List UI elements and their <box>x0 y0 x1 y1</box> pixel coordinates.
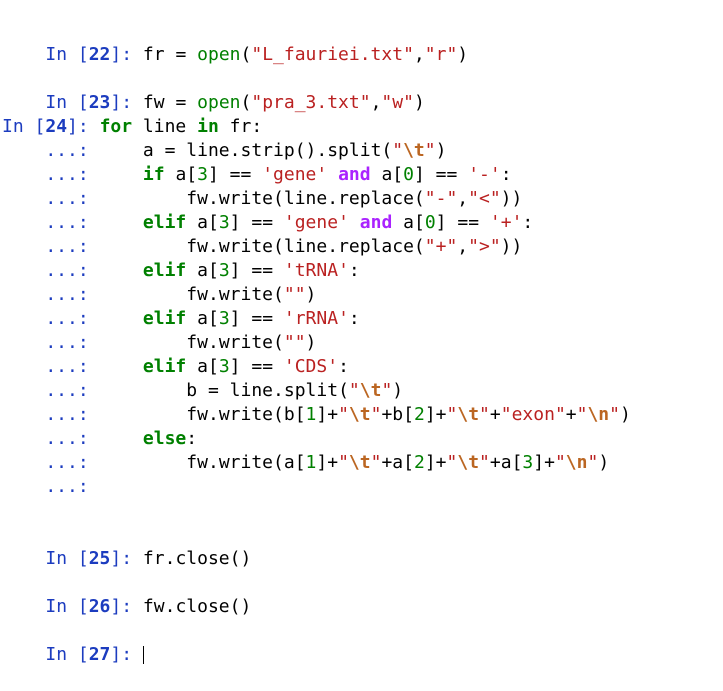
code-24-line: fw.write(line.replace("+",">")) <box>186 236 523 257</box>
cell-27[interactable]: In [27]: <box>2 619 723 665</box>
continuation-prompt: ...: <box>2 332 100 353</box>
code-line: ...: fw.write(b[1]+"\t"+b[2]+"\t"+"exon"… <box>2 403 723 427</box>
code-24-line: elif a[3] == 'CDS': <box>142 356 349 377</box>
code-line: ...: b = line.split("\t") <box>2 379 723 403</box>
code-24-line: if a[3] == 'gene' and a[0] == '-': <box>142 164 512 185</box>
code-line: ...: elif a[3] == 'CDS': <box>2 355 723 379</box>
code-line: ...: fw.write("") <box>2 331 723 355</box>
continuation-prompt: ...: <box>2 260 100 281</box>
continuation-prompt: ...: <box>2 404 100 425</box>
continuation-prompt: ...: <box>2 308 100 329</box>
prompt-in-27: In [27]: <box>45 644 143 665</box>
code-line: ...: fw.write("") <box>2 283 723 307</box>
prompt-in-24: In [24]: <box>2 116 100 137</box>
cell-25: In [25]: fr.close() <box>2 523 723 569</box>
code-24-line: a = line.strip().split("\t") <box>142 140 447 161</box>
code-26: fw.close() <box>142 596 252 617</box>
code-24-line: fw.write(b[1]+"\t"+b[2]+"\t"+"exon"+"\n"… <box>186 404 631 425</box>
code-line: ...: fw.write(a[1]+"\t"+a[2]+"\t"+a[3]+"… <box>2 451 723 475</box>
code-line: ...: <box>2 475 723 499</box>
code-line: ...: fw.write(line.replace("+",">")) <box>2 235 723 259</box>
prompt-in-22: In [22]: <box>45 44 143 65</box>
continuation-prompt: ...: <box>2 212 100 233</box>
code-line: ...: a = line.strip().split("\t") <box>2 139 723 163</box>
prompt-in-23: In [23]: <box>45 92 143 113</box>
code-22: fr = open("L_fauriei.txt","r") <box>142 44 469 65</box>
code-24-line: else: <box>142 428 198 449</box>
code-24-line: fw.write("") <box>186 284 317 305</box>
code-23: fw = open("pra_3.txt","w") <box>142 92 425 113</box>
text-cursor <box>142 646 144 664</box>
continuation-prompt: ...: <box>2 140 100 161</box>
code-24-line: for line in fr: <box>99 116 263 137</box>
ipython-console[interactable]: In [22]: fr = open("L_fauriei.txt","r") … <box>2 19 723 665</box>
code-24-line: b = line.split("\t") <box>186 380 404 401</box>
code-24-line: fw.write(a[1]+"\t"+a[2]+"\t"+a[3]+"\n") <box>186 452 610 473</box>
code-line: ...: elif a[3] == 'rRNA': <box>2 307 723 331</box>
continuation-prompt: ...: <box>2 236 100 257</box>
continuation-prompt: ...: <box>2 284 100 305</box>
continuation-prompt: ...: <box>2 476 100 497</box>
continuation-prompt: ...: <box>2 428 100 449</box>
continuation-prompt: ...: <box>2 452 100 473</box>
code-24-line: elif a[3] == 'tRNA': <box>142 260 360 281</box>
code-25: fr.close() <box>142 548 252 569</box>
cell-24: In [24]: for line in fr: ...: a = line.s… <box>2 115 723 499</box>
code-line: ...: elif a[3] == 'tRNA': <box>2 259 723 283</box>
code-24-line: fw.write(line.replace("-","<")) <box>186 188 523 209</box>
code-24-line: fw.write("") <box>186 332 317 353</box>
cell-26: In [26]: fw.close() <box>2 571 723 617</box>
continuation-prompt: ...: <box>2 188 100 209</box>
continuation-prompt: ...: <box>2 164 100 185</box>
code-line: ...: else: <box>2 427 723 451</box>
continuation-prompt: ...: <box>2 380 100 401</box>
cell-22: In [22]: fr = open("L_fauriei.txt","r") <box>2 19 723 65</box>
code-line: ...: fw.write(line.replace("-","<")) <box>2 187 723 211</box>
cell-23: In [23]: fw = open("pra_3.txt","w") <box>2 67 723 113</box>
code-line: In [24]: for line in fr: <box>2 115 723 139</box>
continuation-prompt: ...: <box>2 356 100 377</box>
code-24-line: elif a[3] == 'rRNA': <box>142 308 360 329</box>
prompt-in-26: In [26]: <box>45 596 143 617</box>
code-line: ...: elif a[3] == 'gene' and a[0] == '+'… <box>2 211 723 235</box>
prompt-in-25: In [25]: <box>45 548 143 569</box>
code-24-line: elif a[3] == 'gene' and a[0] == '+': <box>142 212 534 233</box>
code-line: ...: if a[3] == 'gene' and a[0] == '-': <box>2 163 723 187</box>
spacer <box>2 499 723 523</box>
